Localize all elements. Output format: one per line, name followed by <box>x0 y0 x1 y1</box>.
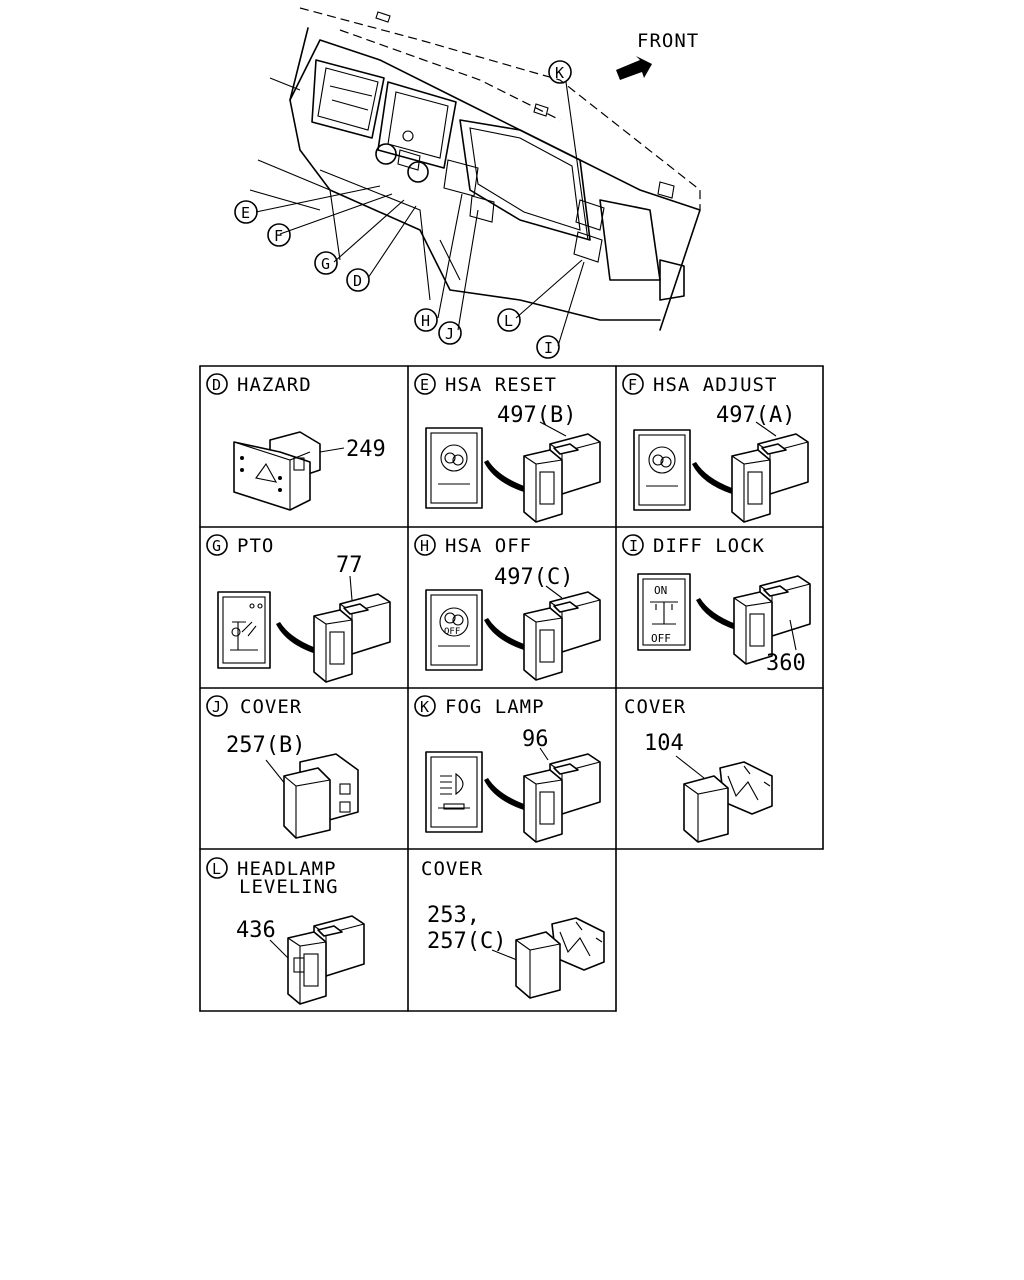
cell-pto-title: PTO <box>237 535 274 557</box>
cell-hazard-title: HAZARD <box>237 374 312 396</box>
fog-lamp-plate-icon <box>425 751 483 833</box>
cell-diff-lock-part: 360 <box>766 651 806 676</box>
cell-cover-253-part-line2: 257(C) <box>427 929 506 954</box>
cell-pto-letter: G <box>212 537 221 555</box>
diff-lock-on-text: ON <box>654 584 667 597</box>
cell-hazard-part: 249 <box>346 437 386 462</box>
cell-cover-j-title: COVER <box>240 696 302 718</box>
cell-hsa-reset: E HSA RESET 497(B) <box>414 373 601 523</box>
cell-headlamp-title-line1: HEADLAMP <box>237 858 337 880</box>
cell-cover-j-letter: J <box>212 698 221 716</box>
cell-headlamp-title-line2: LEVELING <box>239 876 339 898</box>
cell-hsa-adjust-part: 497(A) <box>716 403 795 428</box>
cell-headlamp-part: 436 <box>236 918 276 943</box>
cell-hsa-off-part: 497(C) <box>494 565 573 590</box>
cell-hsa-off: H HSA OFF OFF 497(C) <box>414 534 601 681</box>
cell-hsa-adjust-title: HSA ADJUST <box>653 374 777 396</box>
dashboard-illustration <box>249 7 701 347</box>
callout-l: L <box>497 308 521 332</box>
cell-hazard: D HAZARD 249 <box>206 373 386 511</box>
cell-hsa-off-title: HSA OFF <box>445 535 532 557</box>
cell-headlamp-letter: L <box>212 860 221 878</box>
hsa-reset-switch-icon <box>523 433 601 523</box>
callout-i: I <box>536 335 560 359</box>
front-arrow-icon <box>616 56 652 80</box>
callout-d-label: D <box>353 272 362 290</box>
cell-cover-104: COVER 104 <box>624 696 773 843</box>
cell-cover-253-part-line1: 253, <box>427 903 480 928</box>
hsa-adjust-leader <box>692 462 732 494</box>
cell-hsa-reset-part: 497(B) <box>497 403 576 428</box>
parts-grid <box>199 365 824 1012</box>
callout-g: G <box>314 251 338 275</box>
pto-plate-icon <box>217 591 271 669</box>
cell-fog-lamp-letter: K <box>420 698 429 716</box>
cell-cover-j-part: 257(B) <box>226 733 305 758</box>
cell-diff-lock: I DIFF LOCK ON OFF 360 <box>622 534 811 676</box>
cell-cover-253: COVER 253, 257(C) <box>421 858 605 999</box>
callout-i-label: I <box>544 339 553 357</box>
callout-k: K <box>548 60 572 84</box>
cell-headlamp: L HEADLAMP LEVELING 436 <box>206 857 365 1005</box>
cell-cover-253-title: COVER <box>421 858 483 880</box>
cover-253-cap-icon <box>515 917 605 999</box>
hsa-off-leader <box>484 618 524 650</box>
callout-d: D <box>346 268 370 292</box>
cell-hsa-adjust: F HSA ADJUST 497(A) <box>622 373 809 523</box>
cell-fog-lamp-title: FOG LAMP <box>445 696 545 718</box>
diff-lock-plate-icon: ON OFF <box>637 573 691 651</box>
callout-h: H <box>414 308 438 332</box>
cell-hazard-letter: D <box>212 376 221 394</box>
cell-pto: G PTO 77 <box>206 534 391 683</box>
hazard-switch-icon <box>233 431 321 511</box>
hsa-adjust-switch-icon <box>731 433 809 523</box>
pto-leader <box>276 622 316 654</box>
cell-hsa-adjust-letter: F <box>628 376 637 394</box>
hsa-reset-plate-icon <box>425 427 483 509</box>
cell-fog-lamp: K FOG LAMP 96 <box>414 695 601 843</box>
fog-lamp-switch-icon <box>523 753 601 843</box>
cell-pto-part: 77 <box>336 553 363 578</box>
cell-diff-lock-title: DIFF LOCK <box>653 535 765 557</box>
diff-lock-leader <box>696 598 736 630</box>
callout-k-label: K <box>555 64 564 82</box>
cell-diff-lock-letter: I <box>629 537 638 555</box>
callout-h-label: H <box>421 312 430 330</box>
cover-j-cap-icon <box>283 753 359 839</box>
hsa-adjust-plate-icon <box>633 429 691 511</box>
cell-cover-104-part: 104 <box>644 731 684 756</box>
callout-j-label: J <box>445 325 454 343</box>
cell-cover-104-title: COVER <box>624 696 686 718</box>
cell-hsa-off-letter: H <box>420 537 429 555</box>
cover-104-cap-icon <box>683 761 773 843</box>
cell-fog-lamp-part: 96 <box>522 727 549 752</box>
fog-lamp-leader <box>484 778 524 810</box>
hsa-reset-leader <box>484 460 524 492</box>
diff-lock-off-text: OFF <box>651 632 671 645</box>
pto-switch-icon <box>313 593 391 683</box>
cell-hsa-reset-letter: E <box>420 376 429 394</box>
callout-j: J <box>438 321 462 345</box>
hsa-off-icon-text: OFF <box>444 627 460 637</box>
cell-cover-j: J COVER 257(B) <box>206 695 359 839</box>
callout-f: F <box>267 223 291 247</box>
callout-f-label: F <box>274 227 283 245</box>
headlamp-switch-icon <box>287 915 365 1005</box>
callout-g-label: G <box>321 255 330 273</box>
callout-e-label: E <box>241 204 250 222</box>
cell-hsa-reset-title: HSA RESET <box>445 374 557 396</box>
front-label: FRONT <box>637 30 699 52</box>
callout-e: E <box>234 200 258 224</box>
hsa-off-plate-icon: OFF <box>425 589 483 671</box>
callout-l-label: L <box>504 312 513 330</box>
hsa-off-switch-icon <box>523 591 601 681</box>
